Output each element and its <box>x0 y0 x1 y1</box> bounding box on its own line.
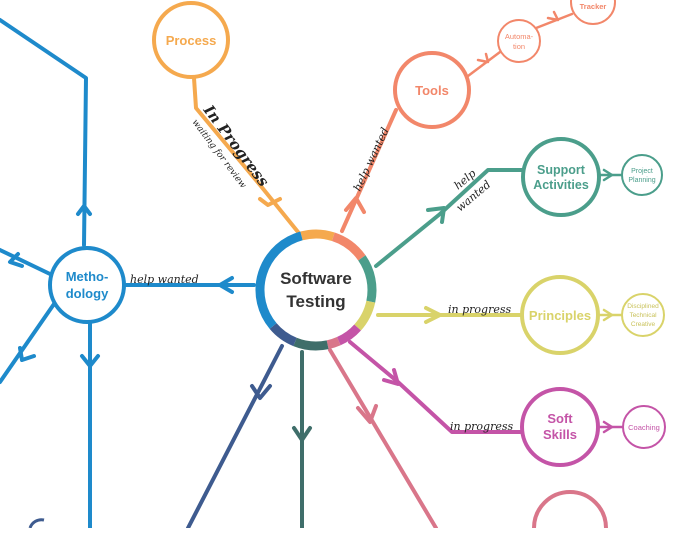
center-ring-segment <box>354 300 376 331</box>
arrow-method-left-upper-icon <box>8 252 24 268</box>
edge-process <box>192 76 300 234</box>
soft-status-label: in progress <box>450 420 513 433</box>
arrow-rose-icon <box>356 404 378 424</box>
arrow-process-icon <box>258 197 282 207</box>
tools-status-label: help wanted <box>351 126 392 194</box>
support-label-line1: Support <box>537 163 586 177</box>
arrow-tracker-icon <box>546 10 560 22</box>
support-label-line2: Activities <box>533 178 589 192</box>
arrow-project-planning-icon <box>602 168 614 182</box>
center-ring-segment <box>358 255 377 303</box>
project-planning-line2: Planning <box>628 177 655 184</box>
arrow-method-left-mid-icon <box>18 346 36 362</box>
center-ring-segment <box>293 337 329 351</box>
node-process[interactable]: Process <box>152 1 230 79</box>
disciplined-line2: Technical <box>629 312 657 319</box>
center-ring-segment <box>269 322 297 347</box>
methodology-status-label: help wanted <box>130 273 199 286</box>
edge-method-left-upper <box>0 248 52 276</box>
principles-status-label: in progress <box>448 303 511 316</box>
edge-tracker <box>529 12 574 32</box>
center-ring-segment <box>300 229 335 242</box>
tracker-label: Tracker <box>580 2 607 11</box>
methodology-line2: dology <box>66 286 109 301</box>
node-soft-skills[interactable]: Soft Skills <box>520 387 600 467</box>
edge-tools <box>340 108 398 233</box>
arrow-principles-icon <box>424 306 442 324</box>
soft-skills-line1: Soft <box>547 411 573 426</box>
node-principles[interactable]: Principles <box>520 275 600 355</box>
center-node[interactable]: Software Testing <box>255 229 377 351</box>
arrow-tools-icon <box>344 196 366 214</box>
edge-automation <box>466 50 502 78</box>
center-ring-segment <box>255 231 303 329</box>
node-bottom-left-partial <box>28 518 45 529</box>
center-title-line1: Software <box>280 269 352 288</box>
node-project-planning[interactable]: Project Planning <box>621 154 663 196</box>
arrow-soft-icon <box>382 368 400 386</box>
automation-label-line2: tion <box>513 42 525 51</box>
edge-method-left-mid <box>0 302 56 384</box>
center-ring-segment <box>336 324 361 346</box>
project-planning-line1: Project <box>631 168 653 175</box>
arrow-disciplined-icon <box>602 308 614 322</box>
methodology-line1: Metho- <box>66 269 109 284</box>
node-tracker[interactable]: Tracker <box>570 0 616 25</box>
edge-bottom-navy <box>186 344 284 530</box>
arrow-method-bottom-icon <box>80 354 100 368</box>
arrow-darkteal-icon <box>292 426 312 442</box>
process-label: Process <box>166 33 217 48</box>
node-support-activities[interactable]: Support Activities <box>521 137 601 217</box>
center-title-line2: Testing <box>286 292 345 311</box>
center-ring-segments <box>255 229 377 351</box>
node-methodology[interactable]: Metho- dology <box>48 246 126 324</box>
soft-skills-line2: Skills <box>543 427 577 442</box>
arrow-automation-icon <box>476 52 490 64</box>
tools-label: Tools <box>415 83 449 98</box>
coaching-label: Coaching <box>628 423 660 432</box>
edge-method-top <box>0 18 88 247</box>
edge-support <box>374 168 524 268</box>
disciplined-line3: Creative <box>631 321 656 328</box>
node-automation[interactable]: Automa- tion <box>497 19 541 63</box>
arrow-coaching-icon <box>602 420 614 434</box>
node-coaching[interactable]: Coaching <box>622 405 666 449</box>
principles-label: Principles <box>529 308 591 323</box>
center-ring-segment <box>331 232 366 261</box>
edge-soft-skills <box>348 340 522 434</box>
arrow-method-top-icon <box>76 204 92 216</box>
arrow-methodology-icon <box>218 276 234 294</box>
arrow-navy-icon <box>250 384 272 400</box>
node-bottom-partial <box>532 490 608 529</box>
automation-label-line1: Automa- <box>505 32 534 41</box>
node-disciplined-technical-creative[interactable]: Disciplined Technical Creative <box>621 293 665 337</box>
edge-bottom-rose <box>328 348 438 530</box>
disciplined-line1: Disciplined <box>627 303 659 310</box>
arrow-support-icon <box>426 206 446 224</box>
node-tools[interactable]: Tools <box>393 51 471 129</box>
center-ring-segment <box>326 337 341 350</box>
